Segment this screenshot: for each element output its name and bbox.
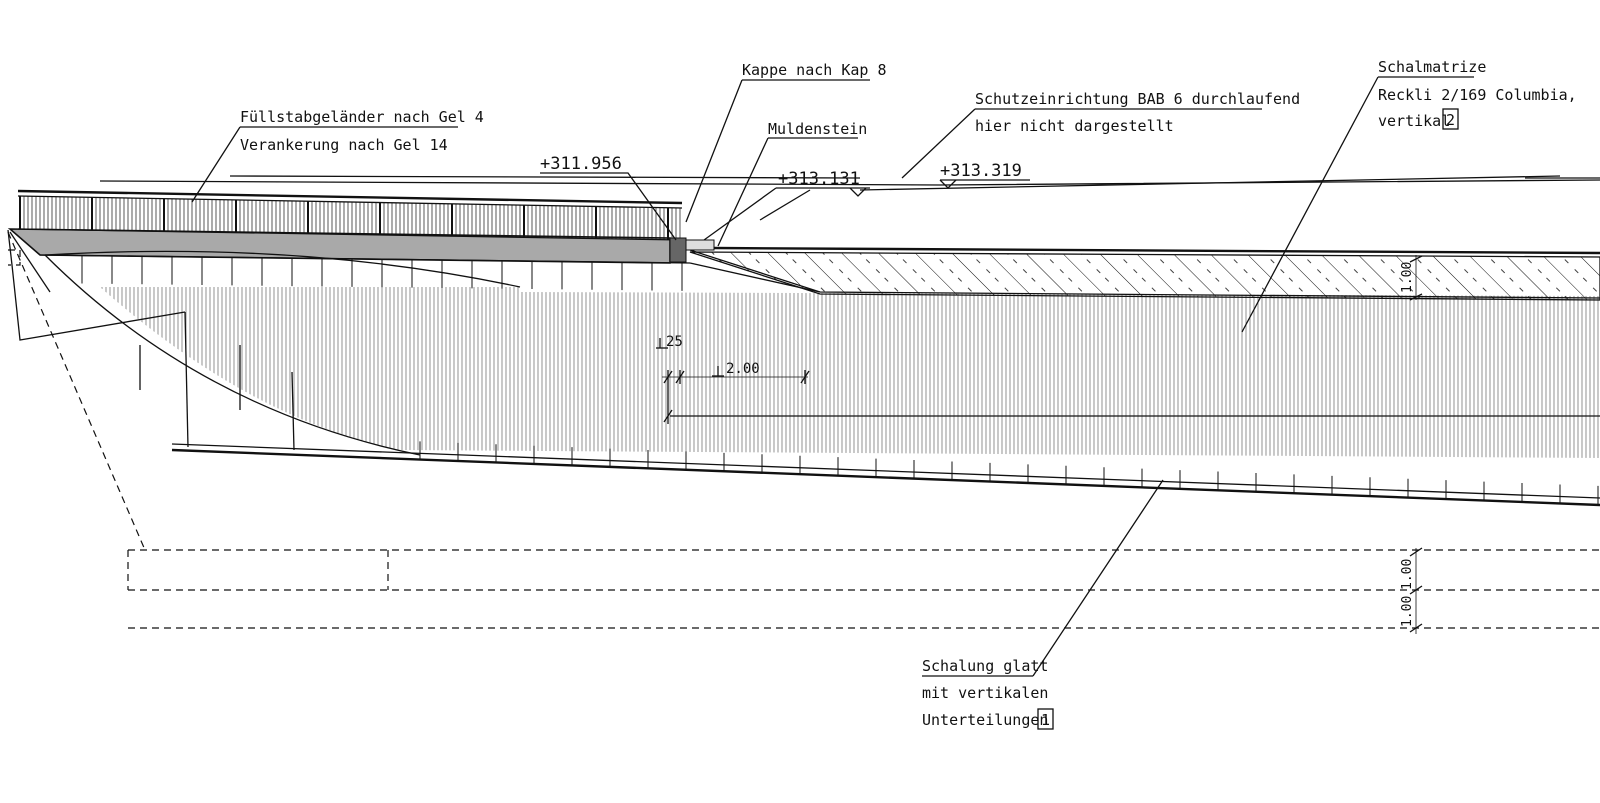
bearing-blocks	[81, 255, 683, 291]
elevation-triangles	[849, 179, 957, 197]
leader-lines	[191, 76, 1474, 677]
elevation-1: +311.956	[540, 154, 622, 174]
barrier-label-1: Schutzeinrichtung BAB 6 durchlaufend	[975, 90, 1300, 108]
dim-1-00-low: 1.00	[1400, 596, 1415, 627]
backfill-hatch	[689, 251, 1600, 301]
railing-label-2: Verankerung nach Gel 14	[240, 136, 448, 154]
railing-label-1: Füllstabgeländer nach Gel 4	[240, 108, 484, 126]
matrix-label-1: Schalmatrize	[1378, 58, 1486, 76]
form-label-1: Schalung glatt	[922, 657, 1048, 675]
elevation-2: +313.131	[778, 169, 860, 189]
form-label-3: Unterteilungen	[922, 711, 1048, 729]
gutter-label: Muldenstein	[768, 120, 867, 138]
dim-25: 25	[666, 334, 683, 350]
form-ref-number: 1	[1041, 711, 1050, 729]
foundation-blocks	[419, 441, 1599, 505]
bridge-deck	[7, 228, 821, 293]
road-profile	[99, 175, 1600, 191]
cap-and-gutter	[669, 237, 1600, 263]
cap-label: Kappe nach Kap 8	[742, 61, 887, 79]
matrix-ref-number: 2	[1446, 111, 1455, 129]
foundation-outline	[7, 231, 1600, 629]
matrix-label-3: vertikal	[1378, 112, 1450, 130]
dim-1-00-mid: 1.00	[1400, 559, 1415, 590]
elevation-3: +313.319	[940, 161, 1022, 181]
abutment	[7, 229, 1600, 507]
dimension-lines	[656, 255, 1423, 634]
barrier-label-2: hier nicht dargestellt	[975, 117, 1174, 135]
railing	[17, 189, 683, 241]
ref-box-1	[1037, 708, 1054, 730]
ref-box-2	[1442, 108, 1459, 130]
form-label-2: mit vertikalen	[922, 684, 1048, 702]
dim-2-00: 2.00	[726, 361, 760, 377]
matrix-label-2: Reckli 2/169 Columbia,	[1378, 86, 1577, 104]
dim-1-00-top: 1.00	[1400, 262, 1415, 293]
